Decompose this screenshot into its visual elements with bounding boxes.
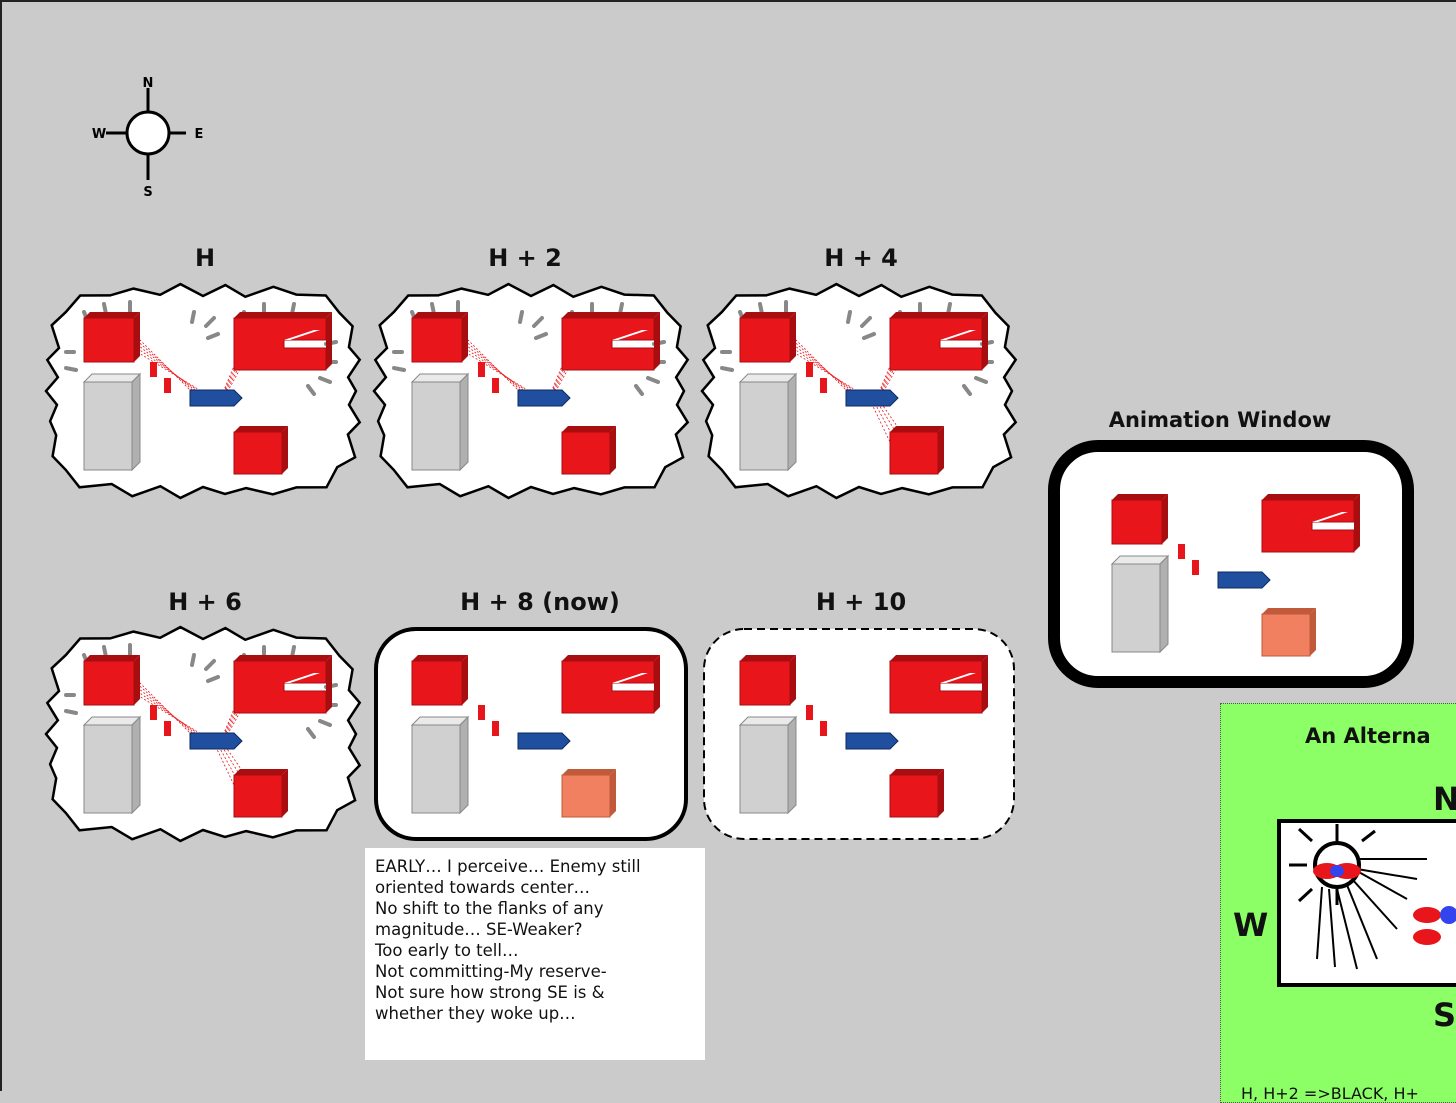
compass-s: S: [143, 185, 152, 200]
alternate-view-map: [1277, 819, 1456, 989]
enemy-unit-small: [492, 721, 499, 736]
panel-label-h10: H + 10: [796, 588, 926, 616]
enemy-unit-se: [890, 769, 944, 817]
terrain-block: [84, 374, 140, 470]
commentary-line: oriented towards center…: [375, 877, 695, 898]
panel-label-h4: H + 4: [796, 244, 926, 272]
friendly-unit: [190, 390, 242, 406]
friendly-unit: [846, 733, 898, 749]
enemy-unit-small: [820, 378, 827, 393]
commentary-line: magnitude… SE-Weaker?: [375, 919, 695, 940]
animation-window-title: Animation Window: [1090, 408, 1350, 432]
animation-window-border: [1054, 446, 1408, 682]
terrain-block: [84, 717, 140, 813]
commentary-line: Not committing-My reserve-: [375, 961, 695, 982]
enemy-unit-small: [492, 378, 499, 393]
enemy-unit-se: [1262, 608, 1316, 656]
enemy-unit-small: [820, 721, 827, 736]
enemy-unit-nw: [84, 655, 140, 705]
compass-w: W: [92, 127, 106, 142]
alt-south-label: S: [1433, 996, 1456, 1034]
friendly-unit: [1218, 572, 1270, 588]
enemy-unit-nw: [412, 655, 468, 705]
terrain-block: [412, 717, 468, 813]
animation-window[interactable]: [1048, 440, 1414, 688]
terrain-block: [412, 374, 468, 470]
terrain-block: [740, 717, 796, 813]
commentary-line: Not sure how strong SE is &: [375, 982, 695, 1003]
enemy-unit-small: [478, 705, 485, 720]
enemy-unit-small: [806, 362, 813, 377]
enemy-unit-small: [150, 362, 157, 377]
terrain-block: [740, 374, 796, 470]
enemy-unit-small: [164, 721, 171, 736]
panel-label-h6: H + 6: [140, 588, 270, 616]
alternate-view-title: An Alterna: [1305, 724, 1431, 748]
timeline-panel-h2[interactable]: [372, 282, 690, 500]
enemy-unit-nw: [412, 312, 468, 362]
panel-label-h2: H + 2: [460, 244, 590, 272]
commentary-line: EARLY… I perceive… Enemy still: [375, 856, 695, 877]
terrain-block: [1112, 556, 1168, 652]
enemy-unit-nw: [740, 312, 796, 362]
alt-west-label: W: [1233, 906, 1268, 944]
enemy-unit-se: [890, 426, 944, 474]
friendly-unit: [518, 390, 570, 406]
friendly-unit: [518, 733, 570, 749]
alternate-view-panel: An Alterna N W S H, H+2 =>BLACK, H+: [1220, 703, 1456, 1103]
enemy-unit-nw: [1112, 494, 1168, 544]
enemy-unit-small: [806, 705, 813, 720]
timeline-panel-h10[interactable]: [700, 625, 1018, 843]
panel-label-h8: H + 8 (now): [420, 588, 660, 616]
timeline-panel-h[interactable]: [44, 282, 362, 500]
compass-e: E: [195, 127, 204, 142]
panel-label-h: H: [160, 244, 250, 272]
compass-rose-icon: N S W E: [88, 72, 208, 200]
enemy-unit-small: [150, 705, 157, 720]
enemy-unit-se: [562, 769, 616, 817]
commentary-line: whether they woke up…: [375, 1003, 695, 1024]
enemy-unit-small: [1192, 560, 1199, 575]
enemy-unit-se: [234, 426, 288, 474]
friendly-unit: [190, 733, 242, 749]
commentary-line: Too early to tell…: [375, 940, 695, 961]
compass-n: N: [143, 76, 154, 91]
enemy-unit-nw: [740, 655, 796, 705]
enemy-unit-se: [234, 769, 288, 817]
timeline-panel-h4[interactable]: [700, 282, 1018, 500]
commentary-line: No shift to the flanks of any: [375, 898, 695, 919]
enemy-unit-small: [478, 362, 485, 377]
commentary-box: EARLY… I perceive… Enemy still oriented …: [365, 848, 705, 1060]
enemy-unit-small: [1178, 544, 1185, 559]
alt-north-label: N: [1433, 780, 1456, 818]
enemy-unit-nw: [84, 312, 140, 362]
alternate-view-footer: H, H+2 =>BLACK, H+: [1241, 1084, 1419, 1103]
timeline-panel-h8-now[interactable]: [372, 625, 690, 843]
enemy-unit-se: [562, 426, 616, 474]
friendly-unit: [846, 390, 898, 406]
timeline-panel-h6[interactable]: [44, 625, 362, 843]
enemy-unit-small: [164, 378, 171, 393]
